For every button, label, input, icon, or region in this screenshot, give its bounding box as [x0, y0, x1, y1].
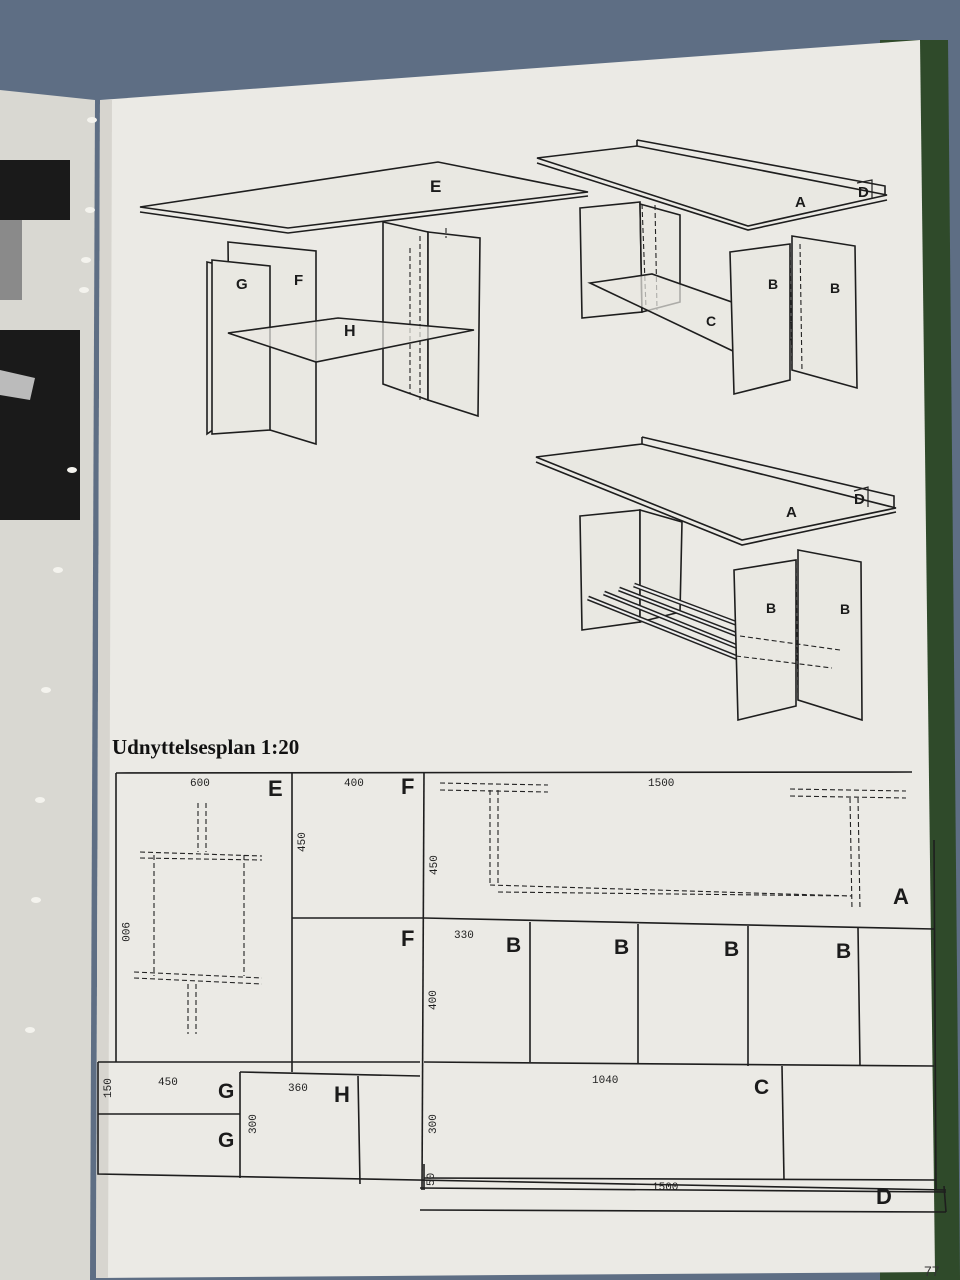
plan-F-width: 400	[344, 778, 364, 790]
cutting-plan: E 600 900 F 400 450 F 1500 450 A 330 400…	[97, 771, 947, 1213]
plan-label-B-4: B	[836, 940, 851, 963]
plan-C-width: 1040	[592, 1075, 618, 1087]
label-H: H	[344, 323, 356, 340]
plan-F-height: 450	[297, 832, 309, 852]
plan-label-B-1: B	[506, 934, 521, 957]
label-A-top: A	[795, 194, 806, 211]
plan-C-height: 300	[428, 1114, 440, 1134]
plan-label-C: C	[754, 1076, 769, 1099]
plan-label-G-2: G	[218, 1129, 234, 1152]
label-G: G	[236, 276, 248, 293]
label-B1-bottom: B	[766, 600, 776, 616]
plan-D-width: 1500	[652, 1182, 678, 1194]
plan-label-E: E	[268, 776, 283, 801]
label-B2-bottom: B	[840, 601, 850, 617]
plan-title: Udnyttelsesplan 1:20	[112, 735, 299, 759]
page-number: 77	[924, 1263, 940, 1279]
plan-E-width: 600	[190, 778, 210, 790]
plan-G-height: 150	[103, 1078, 115, 1098]
label-E: E	[430, 177, 441, 196]
label-B2-top: B	[830, 280, 840, 296]
plan-D-height: 50	[426, 1173, 438, 1186]
label-F: F	[294, 272, 303, 289]
plan-label-F-bottom: F	[401, 926, 414, 951]
plan-A-height: 450	[429, 855, 441, 875]
label-C-top: C	[706, 313, 716, 329]
plan-label-G-1: G	[218, 1080, 234, 1103]
plan-G-width: 450	[158, 1077, 178, 1089]
label-D-bottom: D	[854, 491, 865, 508]
table-diagram: E G F H	[139, 161, 589, 446]
plan-label-F-top: F	[401, 774, 414, 799]
plan-A-width: 1500	[648, 778, 674, 790]
shelf-diagram-bottom: A D B B	[535, 436, 897, 722]
label-D-top: D	[858, 184, 869, 201]
plan-H-width: 360	[288, 1083, 308, 1095]
shelf-diagram-top: A D B B C	[536, 139, 888, 396]
binding-stitches	[25, 117, 97, 1033]
plan-B-height: 400	[428, 990, 440, 1010]
plan-H-height: 300	[248, 1114, 260, 1134]
label-B1-top: B	[768, 276, 778, 292]
plan-label-B-3: B	[724, 938, 739, 961]
plan-label-A: A	[893, 884, 909, 909]
plan-B-width: 330	[454, 930, 474, 942]
label-A-bottom: A	[786, 504, 797, 521]
plan-label-D: D	[876, 1184, 892, 1209]
plan-label-B-2: B	[614, 936, 629, 959]
plan-E-height: 900	[118, 922, 130, 942]
plan-label-H: H	[334, 1082, 350, 1107]
